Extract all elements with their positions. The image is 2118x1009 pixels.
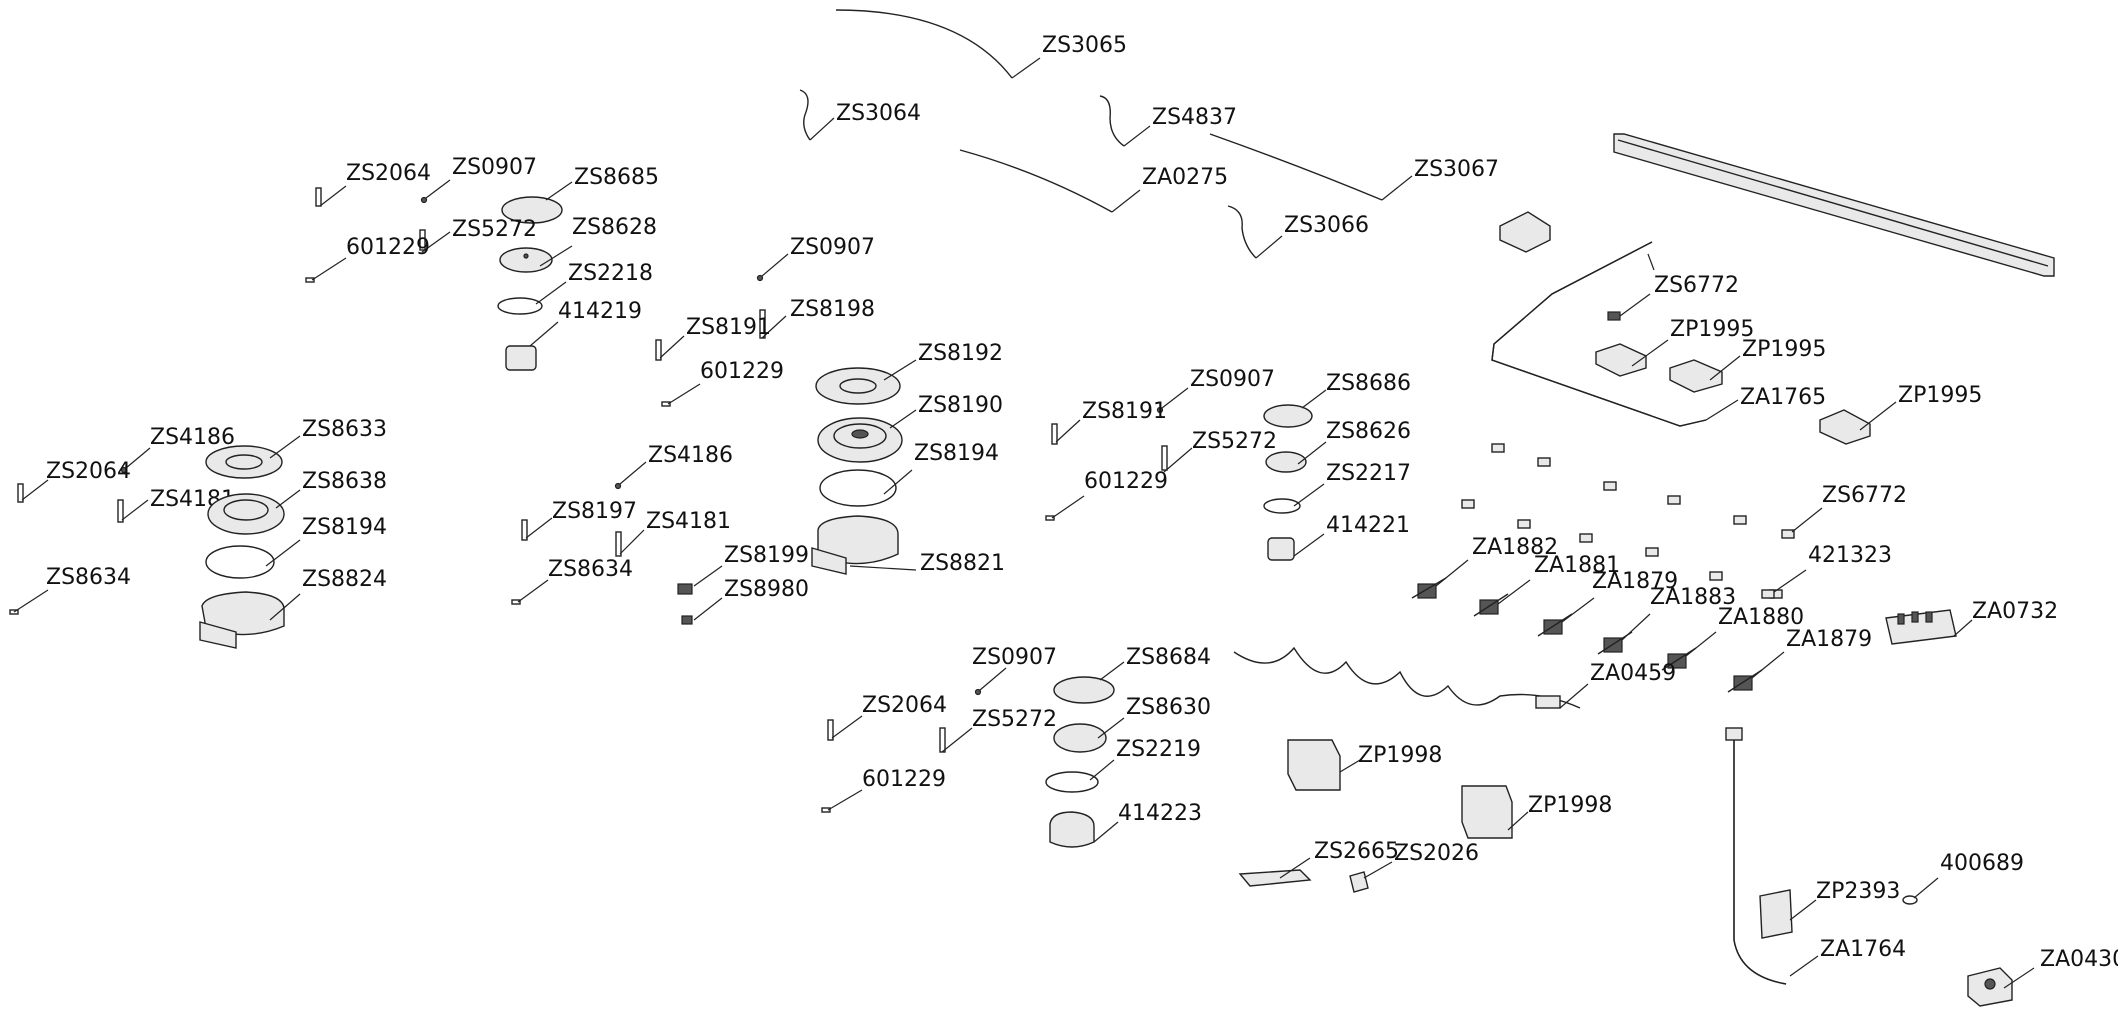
- pipe-za0275: ZA0275: [959, 149, 1228, 213]
- spark-module-za0732: ZA0732: [1885, 599, 2058, 645]
- label-za1882: ZA1882: [1472, 535, 1558, 560]
- burner-group-center: ZS0907 ZS8198 ZS8191 601229 ZS8192 ZS819…: [655, 235, 1005, 576]
- label-zs8197: ZS8197: [552, 499, 637, 524]
- label-zp1995-b: ZP1995: [1742, 337, 1826, 362]
- label-zs2218: ZS2218: [568, 261, 653, 286]
- label-601229-c: 601229: [1084, 469, 1168, 494]
- label-za1765: ZA1765: [1740, 385, 1826, 410]
- label-zs8194-a: ZS8194: [302, 515, 387, 540]
- label-za1764: ZA1764: [1820, 937, 1906, 962]
- label-zs8634-a: ZS8634: [46, 565, 131, 590]
- pipe-za1764-assembly: ZP2393 ZA1764: [1725, 727, 1906, 985]
- label-zs8824: ZS8824: [302, 567, 387, 592]
- label-zs4837: ZS4837: [1152, 105, 1237, 130]
- burner-group-bottom-center: ZS0907 ZS8684 ZS2064 ZS5272 ZS8630 60122…: [821, 645, 1211, 848]
- pipe-zs3065: ZS3065: [835, 9, 1127, 79]
- label-za0732: ZA0732: [1972, 599, 2058, 624]
- label-zs8626: ZS8626: [1326, 419, 1411, 444]
- pipe-zs4837: ZS4837: [1099, 95, 1237, 147]
- label-zs4186-b: ZS4186: [648, 443, 733, 468]
- gas-rail-assembly: ZS6772 ZP1995 ZP1995 ZA1765 ZP1995: [1491, 133, 2055, 445]
- label-za0275: ZA0275: [1142, 165, 1228, 190]
- label-zs8190: ZS8190: [918, 393, 1003, 418]
- label-zs8628: ZS8628: [572, 215, 657, 240]
- label-601229-d: 601229: [862, 767, 946, 792]
- label-414219: 414219: [558, 299, 642, 324]
- label-zs8633: ZS8633: [302, 417, 387, 442]
- burner-group-center-right: ZS0907 ZS8686 ZS8191 ZS5272 ZS8626 60122…: [1045, 367, 1411, 561]
- label-zs3065: ZS3065: [1042, 33, 1127, 58]
- label-zs4181-b: ZS4181: [646, 509, 731, 534]
- label-za1879-b: ZA1879: [1786, 627, 1872, 652]
- label-za1880: ZA1880: [1718, 605, 1804, 630]
- label-zs8192: ZS8192: [918, 341, 1003, 366]
- label-zp1998-a: ZP1998: [1358, 743, 1442, 768]
- burner-group-top-left: ZS2064 ZS0907 ZS8685 ZS5272 ZS8628 60122…: [305, 155, 659, 371]
- label-601229-b: 601229: [700, 359, 784, 384]
- label-400689: 400689: [1940, 851, 2024, 876]
- label-zs5272-c: ZS5272: [972, 707, 1057, 732]
- label-414223: 414223: [1118, 801, 1202, 826]
- label-zs0907-a: ZS0907: [452, 155, 537, 180]
- label-zp1995-a: ZP1995: [1670, 317, 1754, 342]
- label-zs8685: ZS8685: [574, 165, 659, 190]
- label-zs3067: ZS3067: [1414, 157, 1499, 182]
- burner-group-left: ZS4186 ZS2064 ZS8633 ZS4181 ZS8638 ZS819…: [9, 417, 387, 649]
- label-zs8191-b: ZS8191: [1082, 399, 1167, 424]
- label-421323: 421323: [1808, 543, 1892, 568]
- label-zs0907-c: ZS0907: [1190, 367, 1275, 392]
- label-za0459: ZA0459: [1590, 661, 1676, 686]
- label-za1879-a: ZA1879: [1592, 569, 1678, 594]
- label-za1883: ZA1883: [1650, 585, 1736, 610]
- label-zs4186-a: ZS4186: [150, 425, 235, 450]
- label-zs0907-d: ZS0907: [972, 645, 1057, 670]
- clips-zs6772: ZS6772: [1461, 443, 1907, 599]
- label-zs8634-b: ZS8634: [548, 557, 633, 582]
- label-zs2026: ZS2026: [1394, 841, 1479, 866]
- label-zs8638: ZS8638: [302, 469, 387, 494]
- label-zp2393: ZP2393: [1816, 879, 1900, 904]
- label-zs2217: ZS2217: [1326, 461, 1411, 486]
- label-601229-a: 601229: [346, 235, 430, 260]
- pipe-zs3067: ZS3067: [1209, 133, 1499, 201]
- label-za0430: ZA0430: [2040, 947, 2118, 972]
- pipe-zs3066: ZS3066: [1227, 205, 1369, 259]
- label-zs2064-c: ZS2064: [862, 693, 947, 718]
- label-zs2219: ZS2219: [1116, 737, 1201, 762]
- small-parts-bottom: ZS2665 ZS2026: [1238, 839, 1479, 893]
- label-zs5272-b: ZS5272: [1192, 429, 1277, 454]
- label-zs0907-b: ZS0907: [790, 235, 875, 260]
- gas-valves: ZA1882 ZA1881 ZA1879 ZA1883 ZA1880 ZA187…: [1411, 535, 1892, 693]
- label-zs3064: ZS3064: [836, 101, 921, 126]
- label-zs8630: ZS8630: [1126, 695, 1211, 720]
- label-zs3066: ZS3066: [1284, 213, 1369, 238]
- label-zs8199: ZS8199: [724, 543, 809, 568]
- label-zs6772-b: ZS6772: [1822, 483, 1907, 508]
- brackets-zp1998: ZP1998 ZP1998: [1287, 739, 1612, 839]
- label-zp1998-b: ZP1998: [1528, 793, 1612, 818]
- label-zs8980: ZS8980: [724, 577, 809, 602]
- label-zs8191-a: ZS8191: [686, 315, 771, 340]
- label-zs8686: ZS8686: [1326, 371, 1411, 396]
- parts-group-middle-left: ZS4186 ZS8197 ZS4181 ZS8634 ZS8199 ZS898…: [511, 443, 809, 625]
- label-zs8821: ZS8821: [920, 551, 1005, 576]
- washer-400689: 400689: [1902, 851, 2024, 905]
- label-zs8198: ZS8198: [790, 297, 875, 322]
- label-zs2064-b: ZS2064: [46, 459, 131, 484]
- label-zs2064-a: ZS2064: [346, 161, 431, 186]
- label-zp1995-c: ZP1995: [1898, 383, 1982, 408]
- label-zs5272-a: ZS5272: [452, 217, 537, 242]
- label-zs2665: ZS2665: [1314, 839, 1399, 864]
- pipe-zs3064: ZS3064: [799, 89, 921, 141]
- label-zs8194-b: ZS8194: [914, 441, 999, 466]
- label-zs6772-a: ZS6772: [1654, 273, 1739, 298]
- label-za1881: ZA1881: [1534, 553, 1620, 578]
- label-zs8684: ZS8684: [1126, 645, 1211, 670]
- regulator-za0430: ZA0430: [1967, 947, 2118, 1007]
- label-414221: 414221: [1326, 513, 1410, 538]
- wiring-harness-za0459: ZA0459: [1233, 646, 1676, 709]
